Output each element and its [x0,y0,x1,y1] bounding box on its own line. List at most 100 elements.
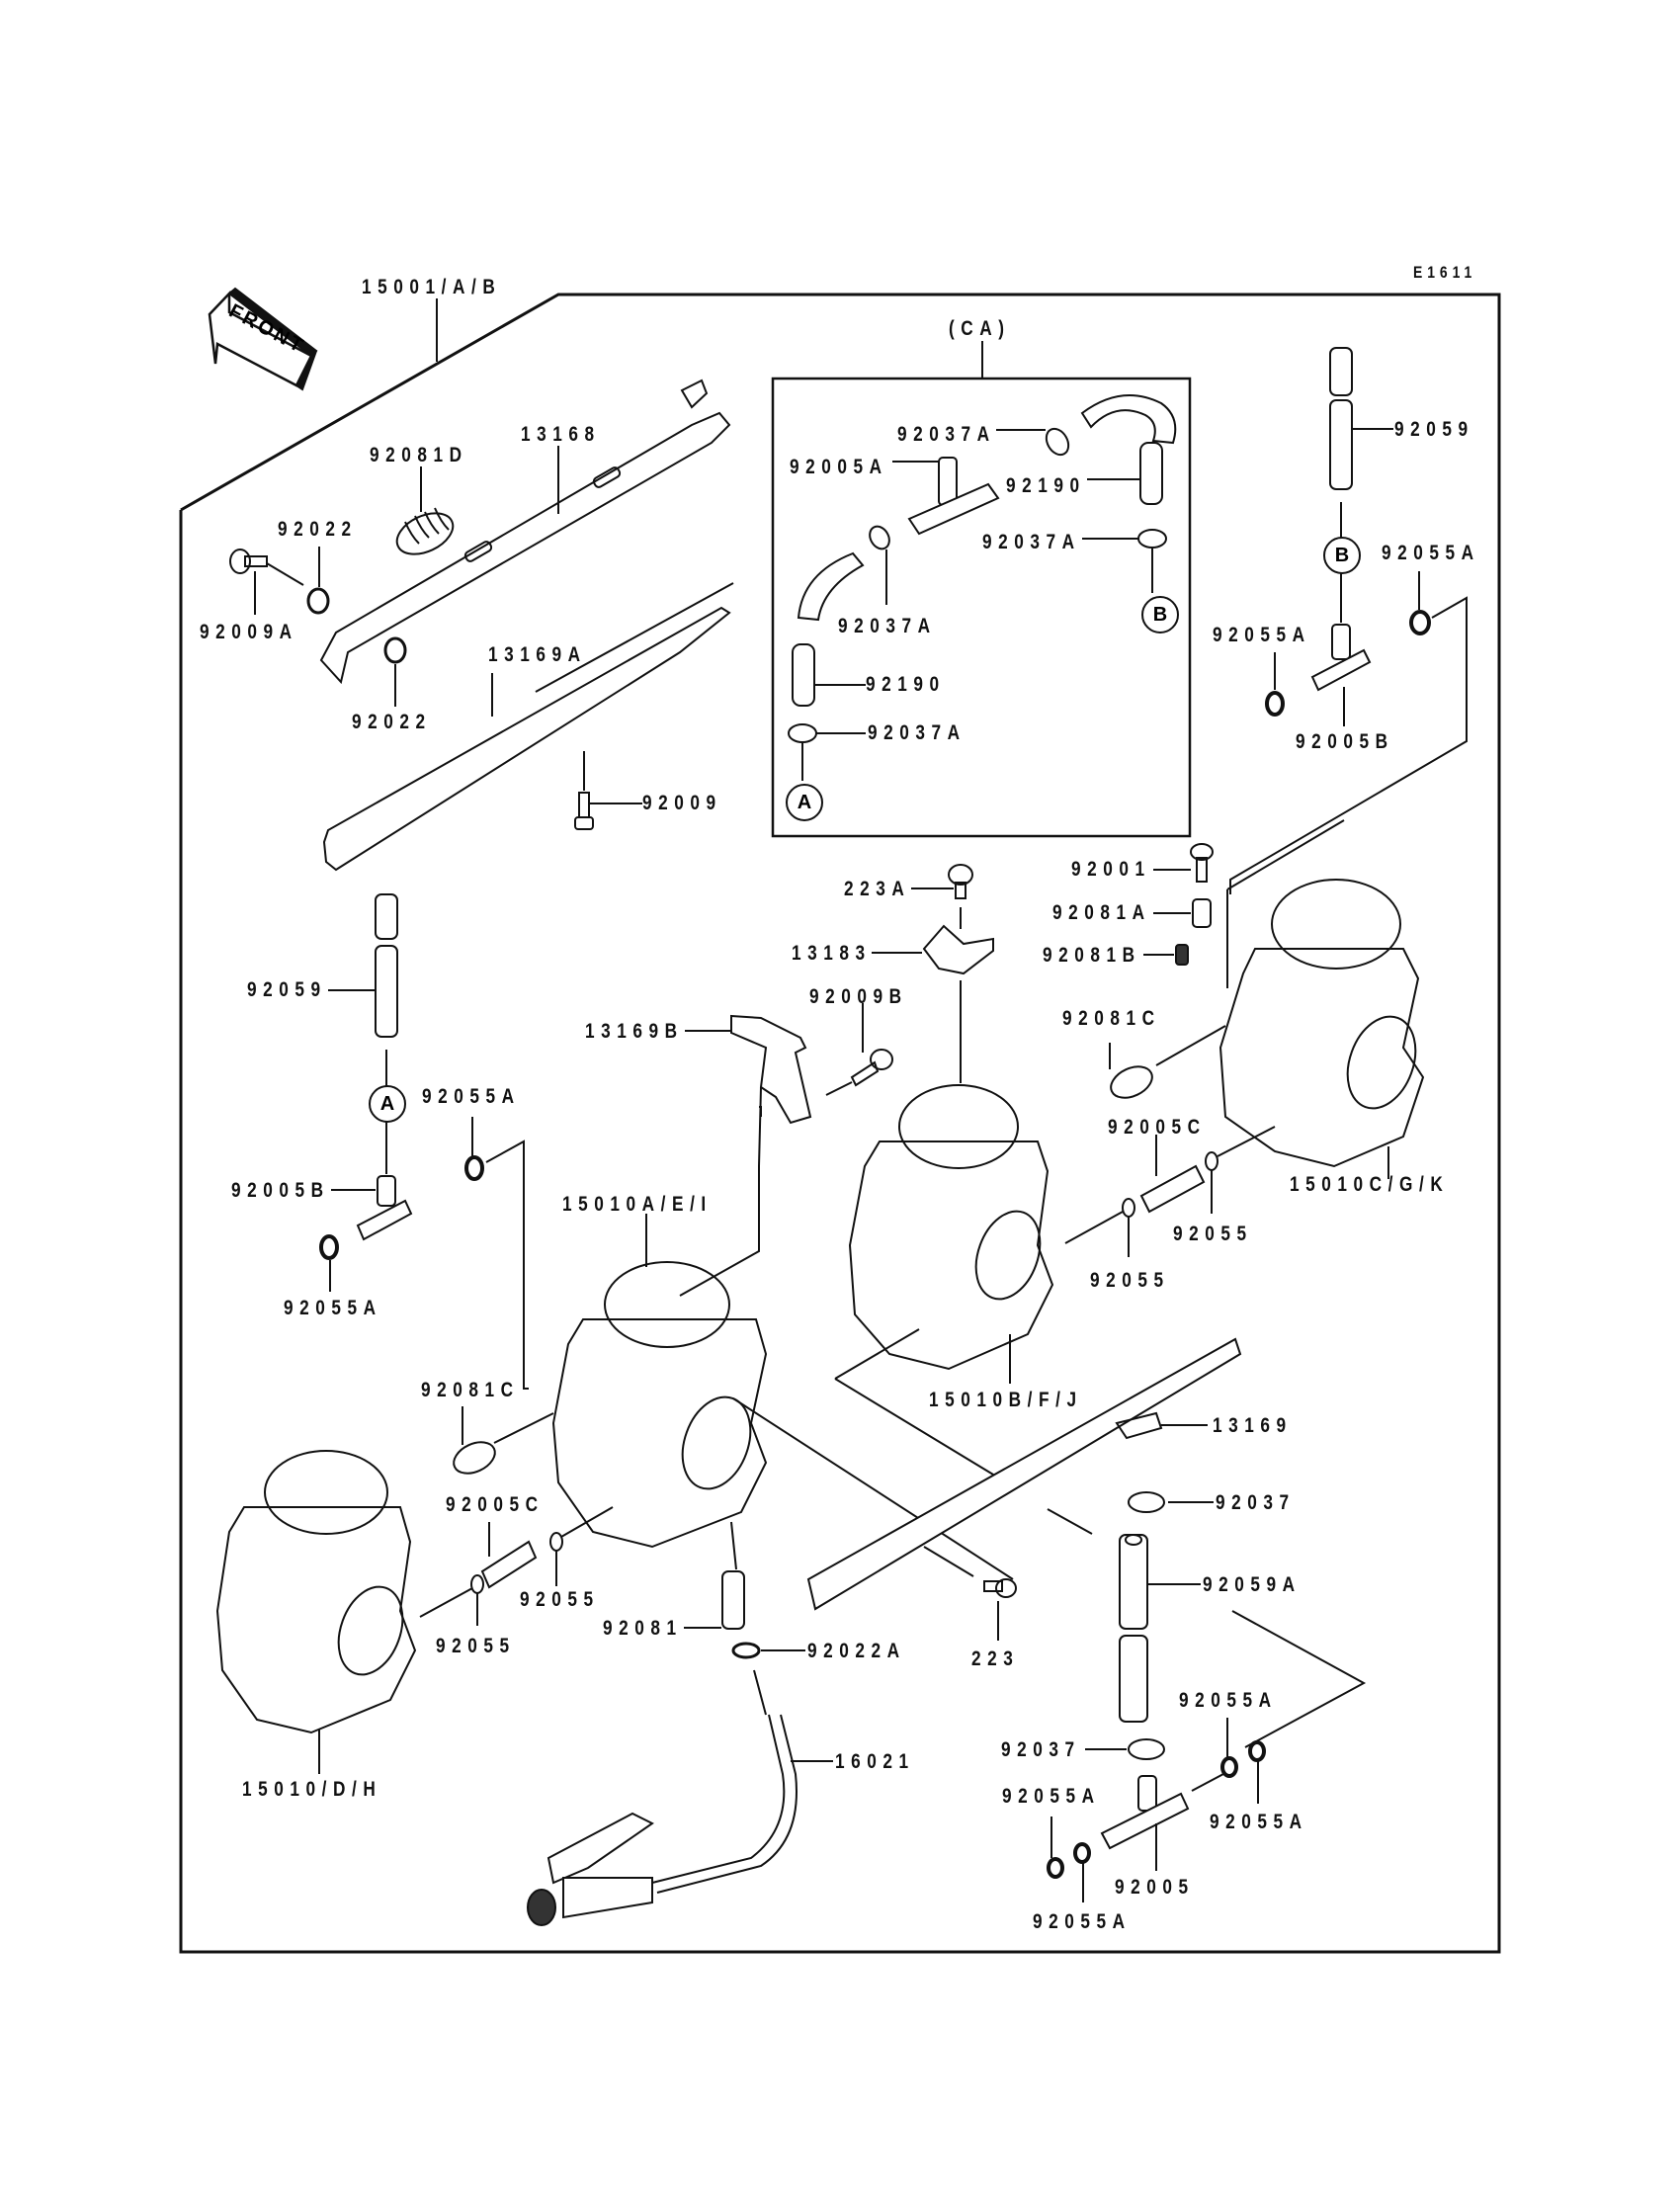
ca-box [771,377,1192,838]
part-label[interactable]: 92037A [838,615,937,637]
spring-92081b [1143,944,1189,966]
bracket-13169a [322,582,734,872]
part-label[interactable]: 16021 [835,1750,915,1773]
part-label[interactable]: 92037 [1001,1738,1081,1761]
bracket-13168 [319,379,731,685]
part-label[interactable]: 92055A [422,1085,521,1108]
part-label[interactable]: 92009A [200,621,298,643]
part-label[interactable]: 92005B [231,1179,330,1202]
spring-92081c-left [453,1406,554,1475]
part-label[interactable]: 92055A [284,1297,382,1319]
assembly-outline [179,293,1501,1954]
part-label[interactable]: 92055A [1213,624,1311,646]
part-label[interactable]: 15010B/F/J [929,1389,1083,1411]
part-label[interactable]: 92059A [1203,1573,1302,1596]
part-label[interactable]: 92005C [1108,1116,1207,1139]
part-label[interactable]: 13169A [488,643,587,666]
hose-92059-left [328,893,398,1174]
bracket-13169b [685,1014,812,1125]
part-label[interactable]: 13169 [1213,1414,1293,1437]
carburetor-15010cgk [1218,819,1425,1179]
spring-92081c-right [1109,1025,1226,1099]
part-label[interactable]: 92055A [1033,1910,1132,1933]
part-label[interactable]: 92059 [1394,418,1474,441]
pipe-92005c-left [480,1522,538,1589]
connector-b-ca: B [1141,596,1179,634]
part-label[interactable]: 92055 [1090,1269,1170,1292]
part-label[interactable]: 92022 [278,518,358,541]
oring-92055a-right [1229,571,1468,894]
part-label[interactable]: 15010/D/H [242,1778,382,1801]
part-label[interactable]: 223 [971,1648,1020,1670]
hose-92059a [1119,1534,1367,1748]
part-label[interactable]: 92055A [1210,1811,1308,1833]
part-label[interactable]: 13183 [792,942,872,965]
part-label[interactable]: 92055 [520,1588,600,1611]
part-label[interactable]: 92037A [868,721,966,744]
part-label[interactable]: 92009 [642,792,722,814]
part-label[interactable]: 15010A/E/I [562,1193,713,1216]
assembly-label[interactable]: 15001/A/B [362,276,502,298]
part-label[interactable]: 92055 [436,1635,516,1657]
connector-a-ca: A [786,784,823,821]
part-label[interactable]: 92005 [1115,1876,1195,1899]
oring-92055-left [419,1506,614,1626]
washer-92022 [306,547,330,615]
tee-92005b-left [331,1175,413,1241]
carburetor-15010dh [215,1450,417,1774]
part-label[interactable]: 92037A [982,531,1081,553]
part-label[interactable]: 92037A [897,423,996,446]
front-arrow-icon [208,287,318,391]
part-label[interactable]: 92190 [1006,474,1086,497]
spring-92081d [395,466,455,555]
orings-92055a-bottom [1047,1718,1266,1902]
part-label[interactable]: 13169B [585,1020,684,1043]
hose-92059-right [1329,347,1393,623]
part-label[interactable]: 92055 [1173,1223,1253,1245]
part-label[interactable]: 92037 [1216,1491,1296,1514]
part-label[interactable]: 92055A [1179,1689,1278,1712]
screw-92009a [229,549,304,615]
part-label[interactable]: 92055A [1002,1785,1101,1808]
part-label[interactable]: 92022A [807,1640,906,1662]
part-label[interactable]: 92081C [1062,1007,1161,1030]
part-label[interactable]: 92081B [1043,944,1141,967]
part-label[interactable]: 92059 [247,978,327,1001]
part-label[interactable]: 92022 [352,711,432,733]
tee-92005 [1100,1773,1224,1871]
part-label[interactable]: 92005C [446,1493,545,1516]
part-label[interactable]: 92001 [1071,858,1151,881]
diagram-code: E1611 [1413,263,1477,282]
part-label[interactable]: 92009B [809,985,908,1008]
part-label[interactable]: 92081C [421,1379,520,1401]
ca-clamp-mid [869,525,890,605]
ca-tee-92005a [892,457,1000,536]
part-label[interactable]: 92055A [1382,542,1480,564]
connector-b-right: B [1323,537,1361,574]
part-label[interactable]: 92081D [370,444,468,466]
part-label[interactable]: 92005B [1296,730,1394,753]
ca-label: (CA) [949,317,1011,340]
clamp-92037-top [1128,1491,1214,1513]
part-label[interactable]: 223A [844,878,911,900]
screw-92001 [1153,843,1214,883]
pipe-92005c-right [1139,1135,1206,1214]
screw-92009 [574,751,642,830]
screw-223 [923,1546,1017,1641]
rod-13169 [806,1337,1242,1611]
tee-92005b-right [1310,624,1372,726]
ca-clamp-right [1082,529,1167,593]
part-label[interactable]: 92005A [790,456,888,478]
part-label[interactable]: 13168 [521,423,601,446]
spring-92081 [684,1521,745,1630]
ca-clamp-bottom [788,723,866,781]
washer-92022a [731,1642,805,1659]
part-label[interactable]: 92081 [603,1617,683,1640]
ca-clamp-top [996,427,1070,457]
part-label[interactable]: 92081A [1052,901,1151,924]
screw-92009b [825,1003,893,1096]
part-label[interactable]: 15010C/G/K [1290,1173,1450,1196]
connector-a-left: A [369,1085,406,1123]
part-label[interactable]: 92190 [866,673,946,696]
